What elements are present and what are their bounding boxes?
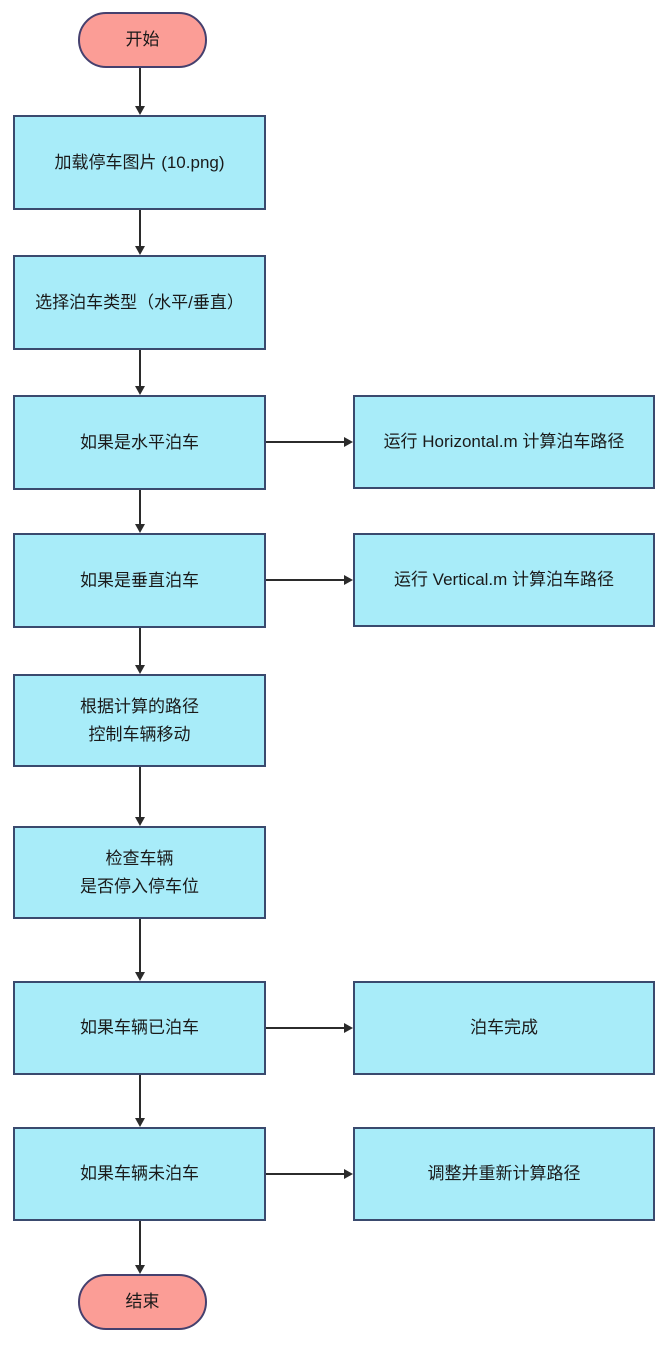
process-node-select-type: 选择泊车类型（水平/垂直） <box>13 255 266 350</box>
check-parked-label: 检查车辆 是否停入停车位 <box>80 849 199 896</box>
arrow-if-vertical-to-run-vertical <box>266 575 353 585</box>
if-horizontal-label: 如果是水平泊车 <box>80 432 199 452</box>
arrow-control-move-to-check-parked <box>135 767 145 826</box>
process-node-if-parked: 如果车辆已泊车 <box>13 981 266 1075</box>
arrow-if-parked-to-if-not-parked <box>135 1075 145 1127</box>
arrow-if-not-parked-to-end <box>135 1221 145 1274</box>
adjust-recalc-label: 调整并重新计算路径 <box>427 1164 581 1184</box>
end-label: 结束 <box>125 1292 160 1312</box>
arrow-select-type-to-if-horizontal <box>135 350 145 395</box>
process-node-adjust-recalc: 调整并重新计算路径 <box>353 1127 655 1221</box>
arrow-if-horizontal-to-if-vertical <box>135 490 145 533</box>
arrow-if-vertical-to-control-move <box>135 628 145 674</box>
process-node-load-image: 加载停车图片 (10.png) <box>13 115 266 210</box>
start-terminal-node: 开始 <box>78 12 207 68</box>
arrow-start-to-load-image <box>135 68 145 115</box>
process-node-control-move: 根据计算的路径 控制车辆移动 <box>13 674 266 767</box>
arrow-if-parked-to-parking-done <box>266 1023 353 1033</box>
parking-done-label: 泊车完成 <box>470 1018 538 1038</box>
arrow-load-image-to-select-type <box>135 210 145 255</box>
process-node-if-not-parked: 如果车辆未泊车 <box>13 1127 266 1221</box>
select-type-label: 选择泊车类型（水平/垂直） <box>35 292 244 312</box>
arrow-if-not-parked-to-adjust-recalc <box>266 1169 353 1179</box>
process-node-parking-done: 泊车完成 <box>353 981 655 1075</box>
run-horizontal-label: 运行 Horizontal.m 计算泊车路径 <box>383 432 625 452</box>
process-node-run-horizontal: 运行 Horizontal.m 计算泊车路径 <box>353 395 655 489</box>
process-node-run-vertical: 运行 Vertical.m 计算泊车路径 <box>353 533 655 627</box>
load-image-label: 加载停车图片 (10.png) <box>54 152 225 172</box>
if-vertical-label: 如果是垂直泊车 <box>80 570 199 590</box>
arrow-check-parked-to-if-parked <box>135 919 145 981</box>
process-node-if-vertical: 如果是垂直泊车 <box>13 533 266 628</box>
end-terminal-node: 结束 <box>78 1274 207 1330</box>
control-move-label: 根据计算的路径 控制车辆移动 <box>80 697 199 744</box>
run-vertical-label: 运行 Vertical.m 计算泊车路径 <box>393 570 615 590</box>
process-node-if-horizontal: 如果是水平泊车 <box>13 395 266 490</box>
arrow-if-horizontal-to-run-horizontal <box>266 437 353 447</box>
process-node-check-parked: 检查车辆 是否停入停车位 <box>13 826 266 919</box>
if-parked-label: 如果车辆已泊车 <box>80 1018 199 1038</box>
if-not-parked-label: 如果车辆未泊车 <box>80 1164 199 1184</box>
start-label: 开始 <box>125 30 160 50</box>
